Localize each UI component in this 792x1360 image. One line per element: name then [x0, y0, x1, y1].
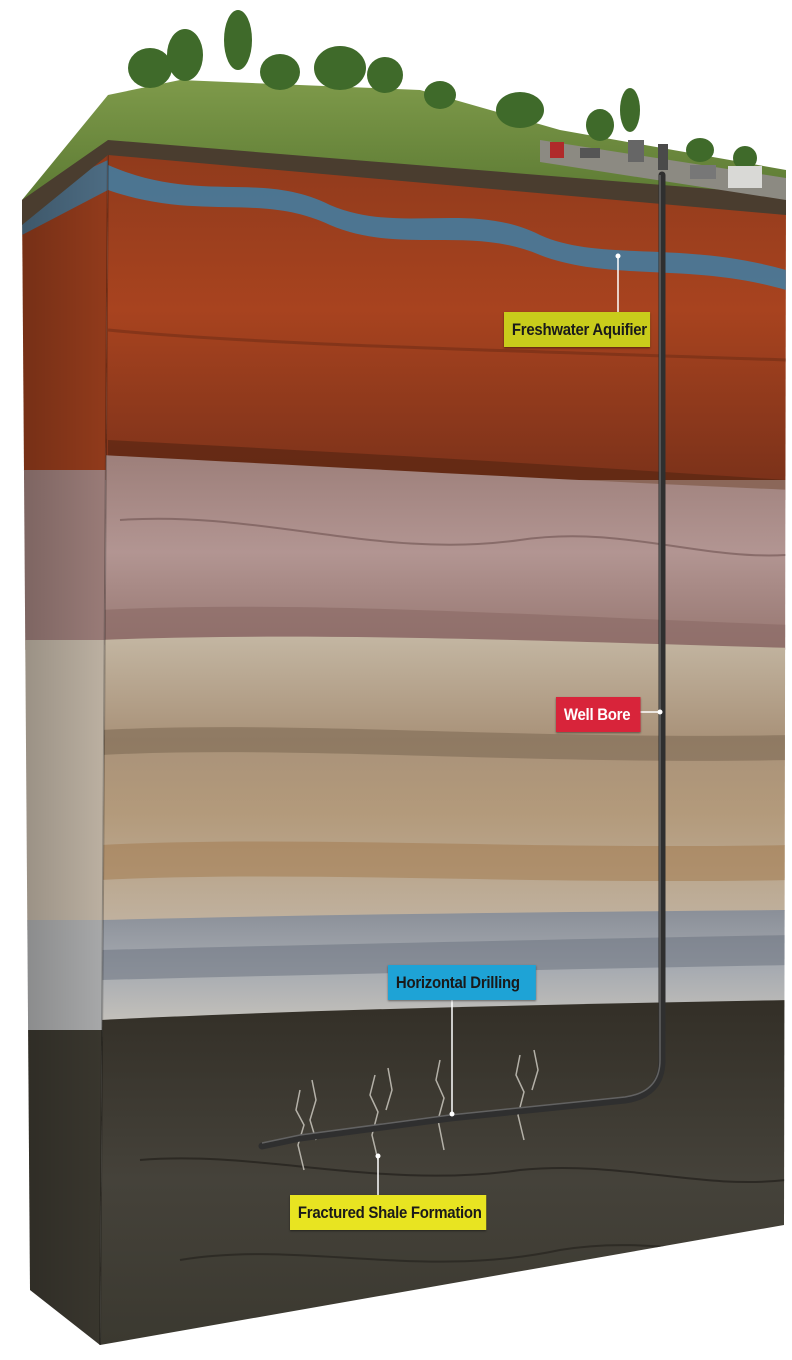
leader-dot-shale — [376, 1154, 381, 1159]
truck — [580, 148, 600, 158]
tree — [686, 138, 714, 162]
truck — [550, 142, 564, 158]
leader-dot-freshwater — [616, 254, 621, 259]
truck — [728, 166, 762, 188]
tree — [260, 54, 300, 90]
tree — [620, 88, 640, 132]
well-bore-label: Well Bore — [556, 697, 640, 732]
leader-dot-horizontal — [450, 1112, 455, 1117]
front-face — [0, 140, 792, 1360]
tree — [167, 29, 203, 81]
tree — [224, 10, 252, 70]
tree — [314, 46, 366, 90]
shale-layer — [100, 1000, 792, 1360]
leader-dot-well-bore — [658, 710, 663, 715]
tan-band-2 — [100, 841, 792, 881]
horizontal-drilling-label: Horizontal Drilling — [388, 965, 536, 1000]
tree — [367, 57, 403, 93]
rig — [658, 144, 668, 170]
tan-sandstone-layer — [100, 637, 792, 930]
fractured-shale-formation-label: Fractured Shale Formation — [290, 1195, 486, 1230]
tree — [424, 81, 456, 109]
tree — [496, 92, 544, 128]
tree — [586, 109, 614, 141]
truck — [628, 140, 644, 162]
tree — [128, 48, 172, 88]
truck — [690, 165, 716, 179]
freshwater-aquifier-label: Freshwater Aquifier — [504, 312, 650, 347]
side-face — [0, 140, 110, 1360]
